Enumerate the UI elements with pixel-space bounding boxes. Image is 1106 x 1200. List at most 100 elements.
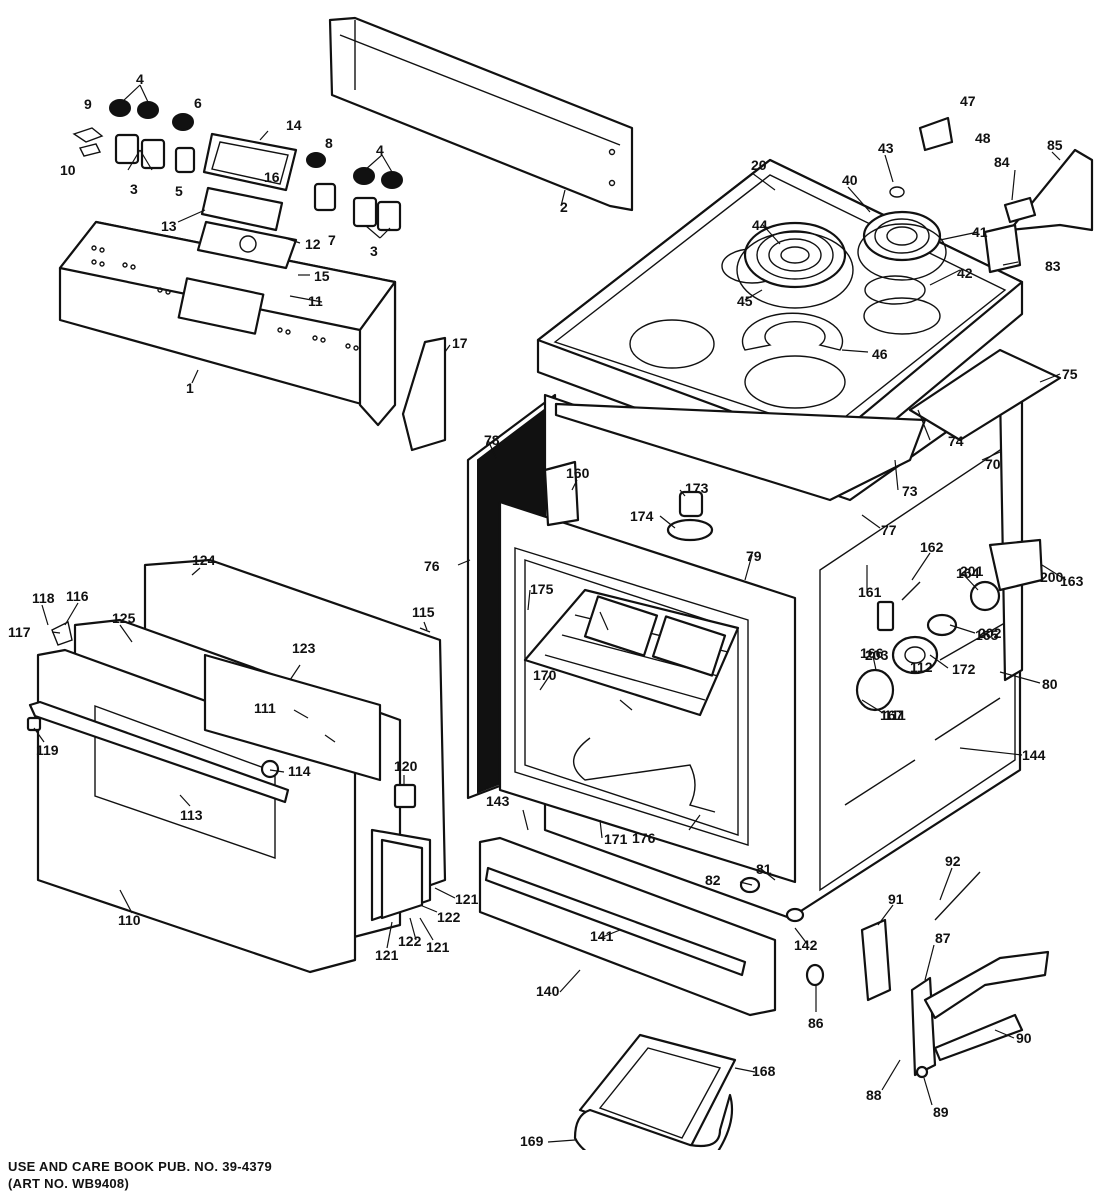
callout: 17: [452, 335, 468, 351]
callout: 122: [437, 909, 461, 925]
callout: 11: [308, 293, 323, 309]
callout: 44: [752, 217, 768, 233]
clock-assembly: [196, 132, 298, 270]
callout: 77: [881, 522, 897, 538]
callout: 200: [1040, 569, 1064, 585]
callout: 6: [194, 95, 202, 111]
callout: 173: [685, 480, 709, 496]
callout: 3: [130, 181, 138, 197]
callout: 84: [994, 154, 1010, 170]
callout: 162: [920, 539, 944, 555]
callout: 3: [370, 243, 378, 259]
callout-labels: 1 2 3 3 4 4 5 6 7 8 9 10 11 111 12 13 14…: [8, 71, 1084, 1149]
callout: 201: [960, 563, 984, 579]
callout: 88: [866, 1087, 882, 1103]
callout: 112: [910, 659, 933, 675]
callout: 203: [865, 647, 889, 663]
callout: 4: [376, 142, 384, 158]
callout: 42: [957, 265, 973, 281]
callout: 73: [902, 483, 918, 499]
footer-pub-number: USE AND CARE BOOK PUB. NO. 39-4379: [8, 1159, 272, 1174]
callout: 5: [175, 183, 183, 199]
callout: 166: [860, 645, 884, 661]
oven-vent: [543, 460, 714, 542]
callout: 48: [975, 130, 991, 146]
callout: 4: [136, 71, 144, 87]
callout: 165: [975, 627, 999, 643]
callout: 176: [632, 830, 656, 846]
callout: 114: [288, 763, 311, 779]
callout: 1: [186, 380, 194, 396]
backsplash-trim: [328, 16, 634, 212]
callout: 163: [1060, 573, 1084, 589]
callout: 121: [426, 939, 450, 955]
misc-hardware: [26, 620, 825, 987]
callout: 121: [455, 891, 479, 907]
callout: 83: [1045, 258, 1061, 274]
callout: 80: [1042, 676, 1058, 692]
callout: 175: [530, 581, 554, 597]
callout: 164: [956, 565, 980, 581]
callout: 172: [952, 661, 976, 677]
callout: 89: [933, 1104, 949, 1120]
side-trim: [401, 336, 447, 452]
broiler-pan: [573, 1033, 737, 1150]
surface-units: [736, 119, 951, 409]
callout: 81: [756, 861, 772, 877]
callout: 161: [858, 584, 882, 600]
callout: 123: [292, 640, 316, 656]
callout: 82: [705, 872, 721, 888]
callout: 170: [533, 667, 557, 683]
callout: 8: [325, 135, 333, 151]
callout: 174: [630, 508, 654, 524]
callout: 124: [192, 552, 216, 568]
callout: 143: [486, 793, 510, 809]
callout: 76: [424, 558, 440, 574]
callout: 171: [604, 831, 628, 847]
callout: 10: [60, 162, 76, 178]
side-components: [855, 538, 1044, 712]
callout: 119: [36, 742, 59, 758]
callout: 113: [180, 807, 203, 823]
callout: 7: [328, 232, 336, 248]
callout: 9: [84, 96, 92, 112]
footer-art-number: (ART NO. WB9408): [8, 1176, 130, 1191]
control-panel: [58, 220, 397, 427]
callout: 118: [32, 590, 55, 606]
callout: 168: [752, 1063, 776, 1079]
callout: 79: [746, 548, 762, 564]
callout: 117: [8, 624, 31, 640]
callout: 144: [1022, 747, 1046, 763]
callout: 15: [314, 268, 330, 284]
callout: 43: [878, 140, 894, 156]
callout: 111: [254, 700, 276, 716]
callout: 111: [884, 707, 906, 723]
callout: 45: [737, 293, 753, 309]
callout: 140: [536, 983, 560, 999]
oven-door: [28, 558, 447, 974]
callout: 40: [842, 172, 858, 188]
callout: 142: [794, 937, 818, 953]
callout: 41: [972, 224, 988, 240]
callout: 85: [1047, 137, 1063, 153]
oven-racks: [523, 588, 740, 717]
oven-body: [466, 348, 1062, 920]
callout: 20: [751, 157, 767, 173]
callout: 167: [880, 707, 904, 723]
callout: 86: [808, 1015, 824, 1031]
callout: 202: [978, 625, 1002, 641]
callout: 12: [305, 236, 321, 252]
callout: 16: [264, 169, 280, 185]
callout: 110: [118, 912, 141, 928]
callout: 46: [872, 346, 888, 362]
callout: 160: [566, 465, 590, 481]
drawer-front: [478, 836, 777, 1017]
callout: 47: [960, 93, 976, 109]
leader-lines: [33, 84, 1067, 1143]
callout: 14: [286, 117, 302, 133]
door-hinge: [860, 871, 1050, 1079]
callout: 120: [394, 758, 418, 774]
rear-brackets: [918, 116, 1094, 274]
callout: 169: [520, 1133, 544, 1149]
exploded-parts-diagram: 1 2 3 3 4 4 5 6 7 8 9 10 11 111 12 13 14…: [8, 16, 1094, 1150]
